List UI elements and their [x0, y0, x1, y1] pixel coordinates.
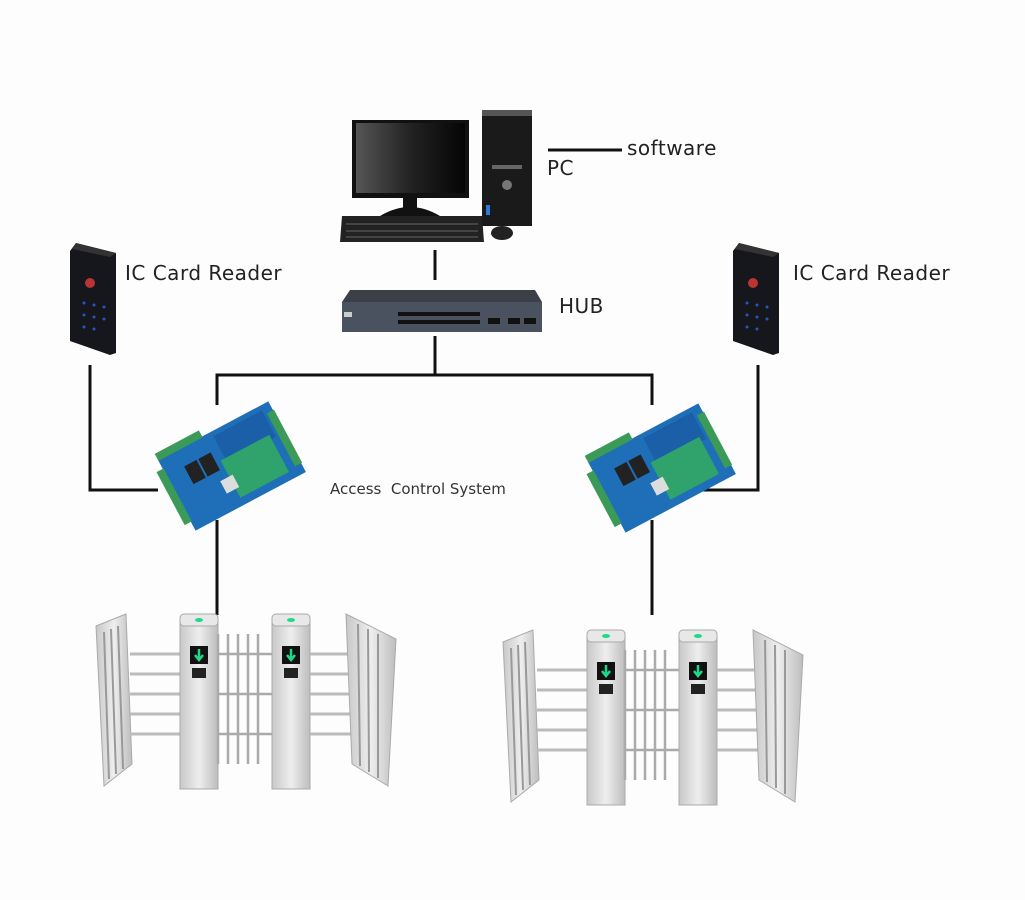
access-control-system-label: Access Control System: [330, 480, 506, 498]
left-ic-card-reader-icon: [70, 243, 116, 355]
connection-lines: [88, 148, 760, 615]
left-turnstile-gate-icon: [94, 612, 398, 791]
software-label: software: [627, 136, 717, 160]
hub-controllers-link: [215, 373, 654, 405]
pc-label: PC: [547, 156, 575, 180]
pc-monitor-icon: [352, 120, 469, 216]
right-reader-link: [690, 365, 760, 492]
left-reader-label: IC Card Reader: [125, 261, 283, 285]
pc-tower-icon: [482, 110, 532, 226]
hub-switch-icon: [342, 290, 542, 332]
right-reader-label: IC Card Reader: [793, 261, 951, 285]
right-ic-card-reader-icon: [733, 243, 779, 355]
keyboard-icon: [340, 216, 484, 242]
right-access-controller-board-icon: [578, 396, 737, 536]
mouse-icon: [491, 226, 513, 240]
hub-label: HUB: [559, 294, 604, 318]
left-access-controller-board-icon: [148, 394, 307, 534]
right-turnstile-gate-icon: [501, 628, 805, 807]
left-reader-link: [88, 365, 158, 492]
